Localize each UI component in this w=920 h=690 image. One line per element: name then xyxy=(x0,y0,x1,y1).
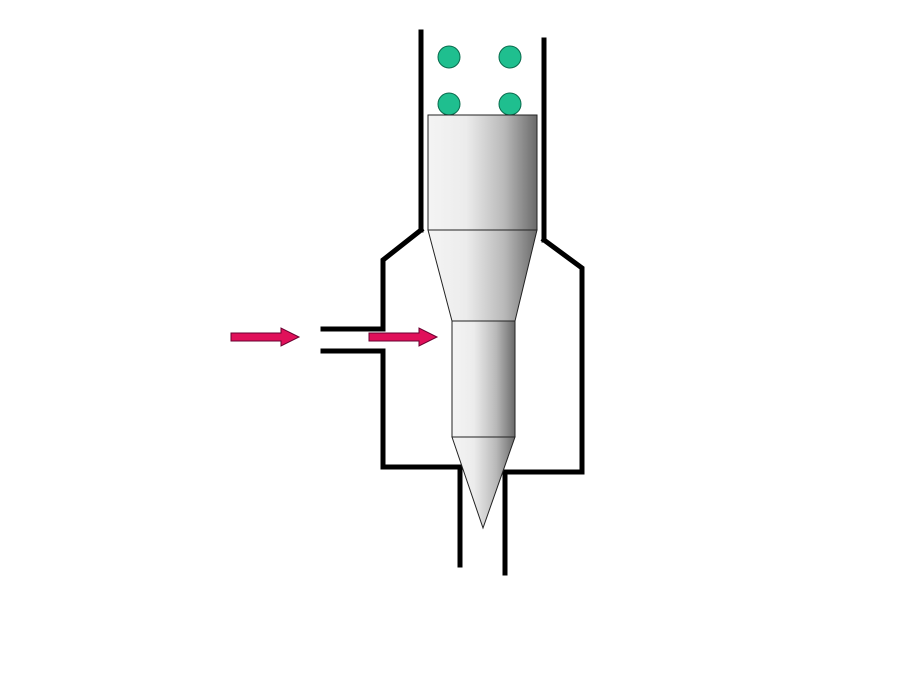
plunger-head xyxy=(427,114,538,231)
chamber-left-wall-lower xyxy=(380,348,463,568)
particle xyxy=(498,92,522,116)
chamber-right-wall xyxy=(502,236,585,576)
plunger xyxy=(427,114,538,530)
flow-arrows xyxy=(230,327,439,347)
inlet-arrow-inner xyxy=(368,327,439,347)
particle xyxy=(437,92,461,116)
plunger-shaft xyxy=(451,320,516,438)
particle xyxy=(498,45,522,69)
particle xyxy=(437,45,461,69)
vessel-walls xyxy=(320,29,585,576)
plunger-tip xyxy=(451,436,516,530)
plunger-taper xyxy=(427,229,538,322)
inlet-arrow-outer xyxy=(230,327,301,347)
particles xyxy=(437,45,522,116)
chamber-left-wall-upper xyxy=(380,226,425,332)
